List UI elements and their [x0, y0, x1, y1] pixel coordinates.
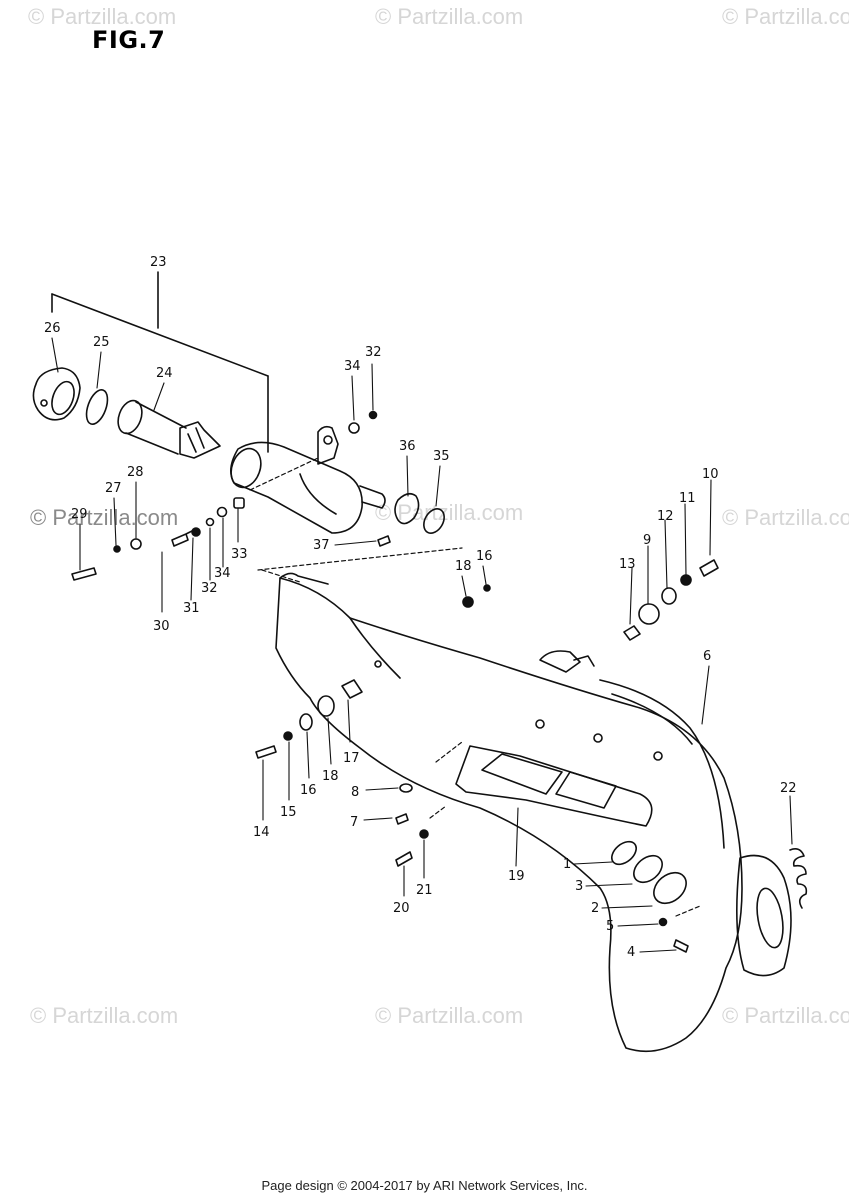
callout-22: 22: [780, 781, 797, 796]
callout-4: 4: [627, 945, 635, 960]
washer-31-shape: [191, 527, 201, 537]
callout-18a: 18: [322, 769, 339, 784]
gasket-3-shape: [633, 854, 663, 884]
washer-34-shape: [348, 422, 360, 434]
rubber-9-shape: [638, 603, 660, 625]
callout-25: 25: [93, 335, 110, 350]
callout-15: 15: [280, 805, 297, 820]
watermark: © Partzilla.com: [30, 505, 179, 530]
callout-28: 28: [127, 465, 144, 480]
callout-5: 5: [606, 919, 614, 934]
callout-17: 17: [343, 751, 360, 766]
callout-9: 9: [643, 533, 651, 548]
watermark: © Partzilla.com: [722, 1003, 849, 1028]
watermark: © Partzilla.com: [722, 505, 849, 530]
expansion-chamber-shape: [275, 572, 792, 1053]
callout-32b: 32: [201, 581, 218, 596]
washer-5-shape: [658, 917, 668, 927]
callout-2: 2: [591, 901, 599, 916]
callout-27: 27: [105, 481, 122, 496]
watermark: © Partzilla.com: [375, 1003, 524, 1028]
spark-arrester-shape: [117, 399, 221, 459]
washer-34b-shape: [216, 506, 228, 518]
washer-11-shape: [680, 574, 692, 586]
bolt-37-shape: [377, 535, 391, 547]
callout-20: 20: [393, 901, 410, 916]
washer-32b-shape: [205, 517, 215, 527]
grommet-28-shape: [130, 538, 142, 550]
callout-24: 24: [156, 366, 173, 381]
callout-37: 37: [313, 538, 330, 553]
callout-35: 35: [433, 449, 450, 464]
callout-16b: 16: [476, 549, 493, 564]
callout-33: 33: [231, 547, 248, 562]
callout-11: 11: [679, 491, 696, 506]
callout-34a: 34: [344, 359, 361, 374]
collar-13-shape: [623, 625, 641, 641]
gasket-1-shape: [611, 840, 637, 866]
rubber-18-shape: [317, 695, 335, 717]
screw-7-shape: [395, 813, 409, 825]
callout-26: 26: [44, 321, 61, 336]
watermark: © Partzilla.com: [375, 4, 524, 29]
callout-29: 29: [71, 507, 88, 522]
callout-3: 3: [575, 879, 583, 894]
callout-18b: 18: [455, 559, 472, 574]
callout-1: 1: [563, 857, 571, 872]
callout-19: 19: [508, 869, 525, 884]
collar-17-shape: [341, 679, 363, 699]
spacer-33-shape: [233, 497, 245, 509]
washer-16-shape: [299, 713, 313, 731]
watermark: © Partzilla.com: [722, 4, 849, 29]
callout-12: 12: [657, 509, 674, 524]
watermark: © Partzilla.com: [28, 4, 177, 29]
callout-32a: 32: [365, 345, 382, 360]
callout-6: 6: [703, 649, 711, 664]
silencer-assembly-bracket: [51, 271, 269, 453]
nut-16b-shape: [483, 584, 491, 592]
callout-8: 8: [351, 785, 359, 800]
callout-14: 14: [253, 825, 270, 840]
leader-lines: [51, 337, 793, 953]
bolt-30-shape: [171, 529, 195, 547]
screw-20-shape: [395, 851, 413, 867]
nut-32-shape: [368, 410, 378, 420]
bolt-14-shape: [255, 745, 277, 759]
grommet-8-shape: [399, 783, 413, 793]
silencer-body-shape: [230, 425, 386, 534]
callout-7: 7: [350, 815, 358, 830]
callout-23: 23: [150, 255, 167, 270]
page-footer: Page design © 2004-2017 by ARI Network S…: [261, 1178, 588, 1193]
spring-22-shape: [789, 848, 808, 909]
callout-36: 36: [399, 439, 416, 454]
callout-labels: 23 26 25 24 34 32 36 35 28 27 29 30 31 3…: [44, 255, 797, 960]
watermark: © Partzilla.com: [30, 1003, 179, 1028]
figure-title: FIG.7: [92, 26, 166, 54]
callout-30: 30: [153, 619, 170, 634]
washer-12-shape: [661, 587, 677, 605]
callout-10: 10: [702, 467, 719, 482]
heat-guard-shape: [455, 745, 653, 827]
bolt-29-shape: [71, 567, 97, 581]
callout-31: 31: [183, 601, 200, 616]
rubber-18b-shape: [462, 596, 474, 608]
silencer-end-cap-shape: [32, 367, 81, 421]
callout-21: 21: [416, 883, 433, 898]
washer-15-shape: [283, 731, 293, 741]
callout-16a: 16: [300, 783, 317, 798]
alignment-lines: [249, 457, 701, 917]
nut-27-shape: [113, 545, 121, 553]
bolt-4-shape: [673, 939, 689, 953]
nut-21-shape: [419, 829, 429, 839]
callout-34b: 34: [214, 566, 231, 581]
bolt-10-shape: [699, 559, 719, 577]
ring-35-shape: [423, 508, 445, 534]
ring-36-shape: [394, 492, 420, 525]
callout-13: 13: [619, 557, 636, 572]
flange-2-shape: [653, 871, 687, 905]
o-ring-shape: [85, 389, 109, 425]
